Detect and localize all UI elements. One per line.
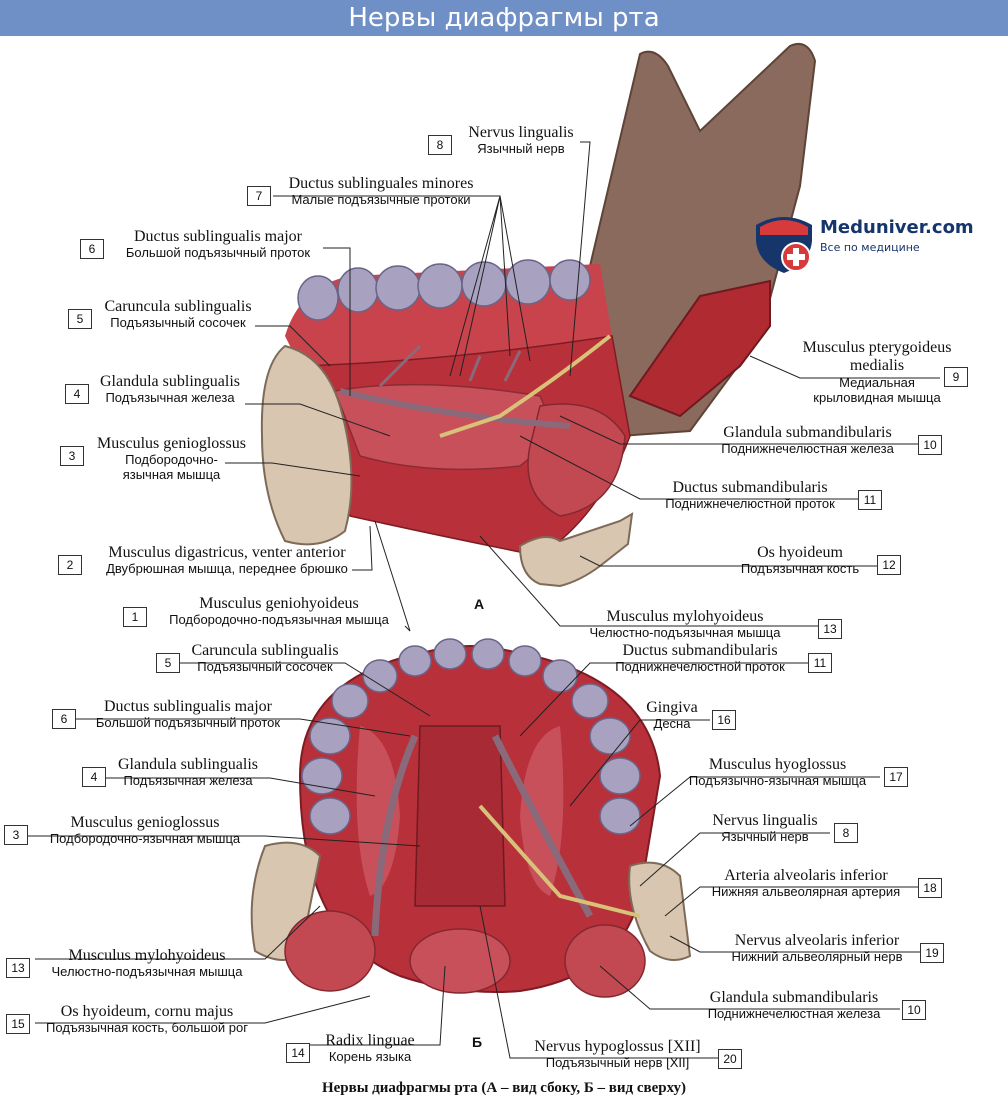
label-b20-number: 20 xyxy=(718,1049,742,1069)
sublingual-ducts-minor xyxy=(378,344,522,388)
label-a1-number: 1 xyxy=(123,607,147,627)
pterygoid-muscle xyxy=(628,279,771,418)
view-a-marker: А xyxy=(474,596,485,612)
label-a12-number: 12 xyxy=(877,555,901,575)
anatomy-illustration xyxy=(5,42,940,1059)
label-a4-number: 4 xyxy=(65,384,89,404)
tongue-root xyxy=(409,928,511,994)
view-b-marker: Б xyxy=(472,1034,483,1050)
submandibular-gland-a xyxy=(527,403,626,517)
label-b13-number: 13 xyxy=(6,958,30,978)
label-b20: Nervus hypoglossus [XII]Подъязычный нерв… xyxy=(534,1038,701,1071)
label-a11-number: 11 xyxy=(858,490,882,510)
view-a-illustration xyxy=(260,42,817,588)
ramus-right-b xyxy=(628,861,692,961)
label-b3-number: 3 xyxy=(4,825,28,845)
watermark-name: Meduniver.com xyxy=(820,217,974,238)
submandibular-duct-a xyxy=(339,388,571,429)
hyoid-bone-a xyxy=(518,512,634,588)
label-a10-number: 10 xyxy=(918,435,942,455)
label-b8-number: 8 xyxy=(834,823,858,843)
label-b10-number: 10 xyxy=(902,1000,926,1020)
watermark-logo: Meduniver.com Все по медицине xyxy=(752,211,974,277)
label-b19-number: 19 xyxy=(920,943,944,963)
label-a13-number: 13 xyxy=(818,619,842,639)
label-b16-number: 16 xyxy=(712,710,736,730)
label-a2-number: 2 xyxy=(58,555,82,575)
label-a8-number: 8 xyxy=(428,135,452,155)
mandible-symphysis xyxy=(260,344,353,546)
label-a7-number: 7 xyxy=(247,186,271,206)
lingual-nerve-b xyxy=(478,804,641,918)
label-a5-number: 5 xyxy=(68,309,92,329)
label-a3-number: 3 xyxy=(60,446,84,466)
watermark-tagline: Все по медицине xyxy=(820,241,920,254)
teeth-row-a xyxy=(297,259,591,321)
label-b18-number: 18 xyxy=(918,878,942,898)
label-a9-number: 9 xyxy=(944,367,968,387)
label-b11-number: 11 xyxy=(808,653,832,673)
shield-cross-icon xyxy=(756,217,812,273)
page-title: Нервы диафрагмы рта xyxy=(0,0,1008,36)
leader-lines xyxy=(5,141,940,1059)
label-b6-number: 6 xyxy=(52,709,76,729)
view-b-illustration xyxy=(250,638,692,998)
submandibular-duct-b-right xyxy=(491,734,594,918)
label-b14-number: 14 xyxy=(286,1043,310,1063)
teeth-arch-b xyxy=(301,638,641,835)
label-a6-number: 6 xyxy=(80,239,104,259)
submandibular-gland-b-right xyxy=(564,924,646,998)
label-b4-number: 4 xyxy=(82,767,106,787)
figure-caption: Нервы диафрагмы рта (А – вид сбоку, Б – … xyxy=(321,1080,687,1096)
label-b15-number: 15 xyxy=(6,1014,30,1034)
label-b5-number: 5 xyxy=(156,653,180,673)
label-b17-number: 17 xyxy=(884,767,908,787)
lingual-nerve-a xyxy=(439,334,612,438)
submandibular-gland-b-left xyxy=(284,910,376,992)
submandibular-duct-b-left xyxy=(371,734,419,937)
mandible-ramus xyxy=(588,42,817,438)
sublingual-gland-b-left xyxy=(356,726,400,896)
